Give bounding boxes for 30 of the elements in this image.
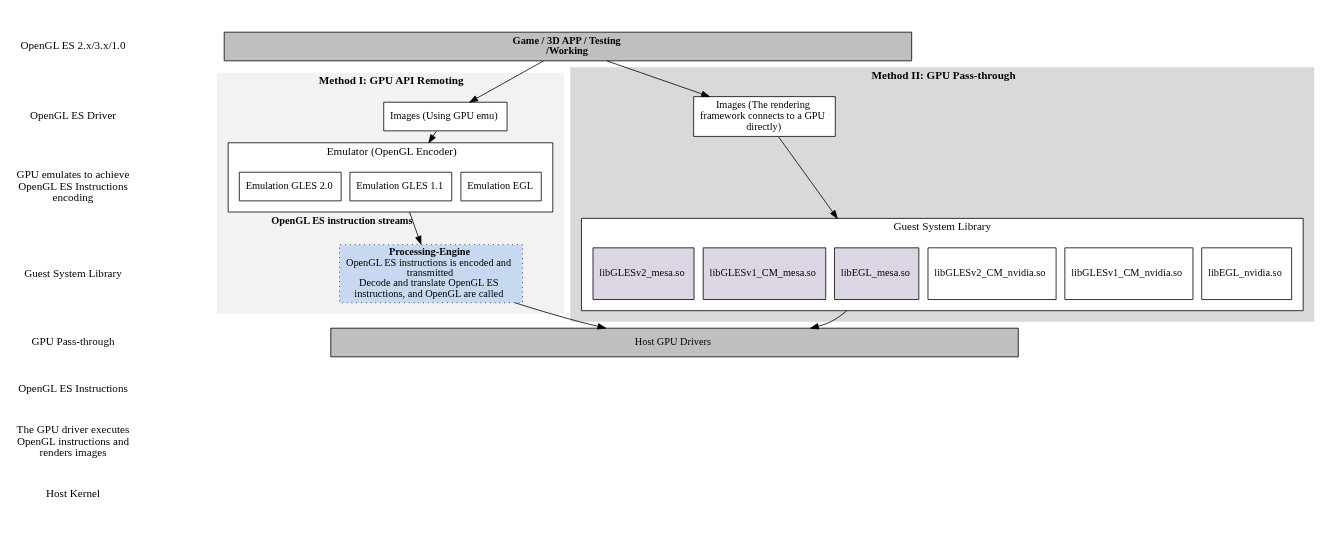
label: OpenGL ES Driver	[29, 109, 117, 122]
node-box: Images (The rendering framework connects to a GPU directly)	[693, 96, 836, 137]
arrow	[469, 60, 544, 103]
arrow	[409, 211, 422, 245]
label: GPU emulates to achieve OpenGL ES Instructions encoding	[16, 167, 130, 204]
node-box: libEGL_nvidia.so	[1201, 247, 1293, 300]
node-box: libGLESv1_CM_nvidia.so	[1064, 247, 1194, 300]
label: The GPU driver executes OpenGL instructions and renders images	[16, 422, 130, 459]
node-box: libEGL_mesa.so	[834, 247, 920, 300]
node-box: Emulation GLES 2.0	[238, 171, 342, 202]
arrow	[778, 136, 838, 219]
label: OpenGL ES 2.x/3.x/1.0	[20, 39, 126, 52]
node-box: Processing-Engine OpenGL ES instructions is encoded and transmitted Decode and translate OpenGL ES instructions, and OpenGL are called	[339, 244, 523, 304]
label: GPU Pass-through	[31, 335, 115, 348]
label: OpenGL ES Instructions	[18, 381, 128, 394]
arrow	[428, 130, 437, 144]
arrow	[606, 60, 710, 97]
node-box: Emulation EGL	[460, 171, 542, 202]
edge-label: OpenGL ES instruction streams	[271, 215, 413, 227]
node-box: Images (Using GPU emu)	[383, 101, 508, 132]
label: Guest System Library	[24, 266, 122, 279]
node-box: Game / 3D APP / Testing /Working	[223, 31, 913, 62]
node-box: Emulation GLES 1.1	[349, 171, 453, 202]
label: Host Kernel	[45, 487, 101, 500]
arrow	[514, 302, 607, 330]
arrow	[810, 310, 848, 330]
node-box: libGLESv1_CM_mesa.so	[702, 247, 827, 300]
node-box: libGLESv2_CM_nvidia.so	[927, 247, 1057, 300]
node-box: Host GPU Drivers	[330, 327, 1019, 358]
node-box: libGLESv2_mesa.so	[592, 247, 695, 300]
